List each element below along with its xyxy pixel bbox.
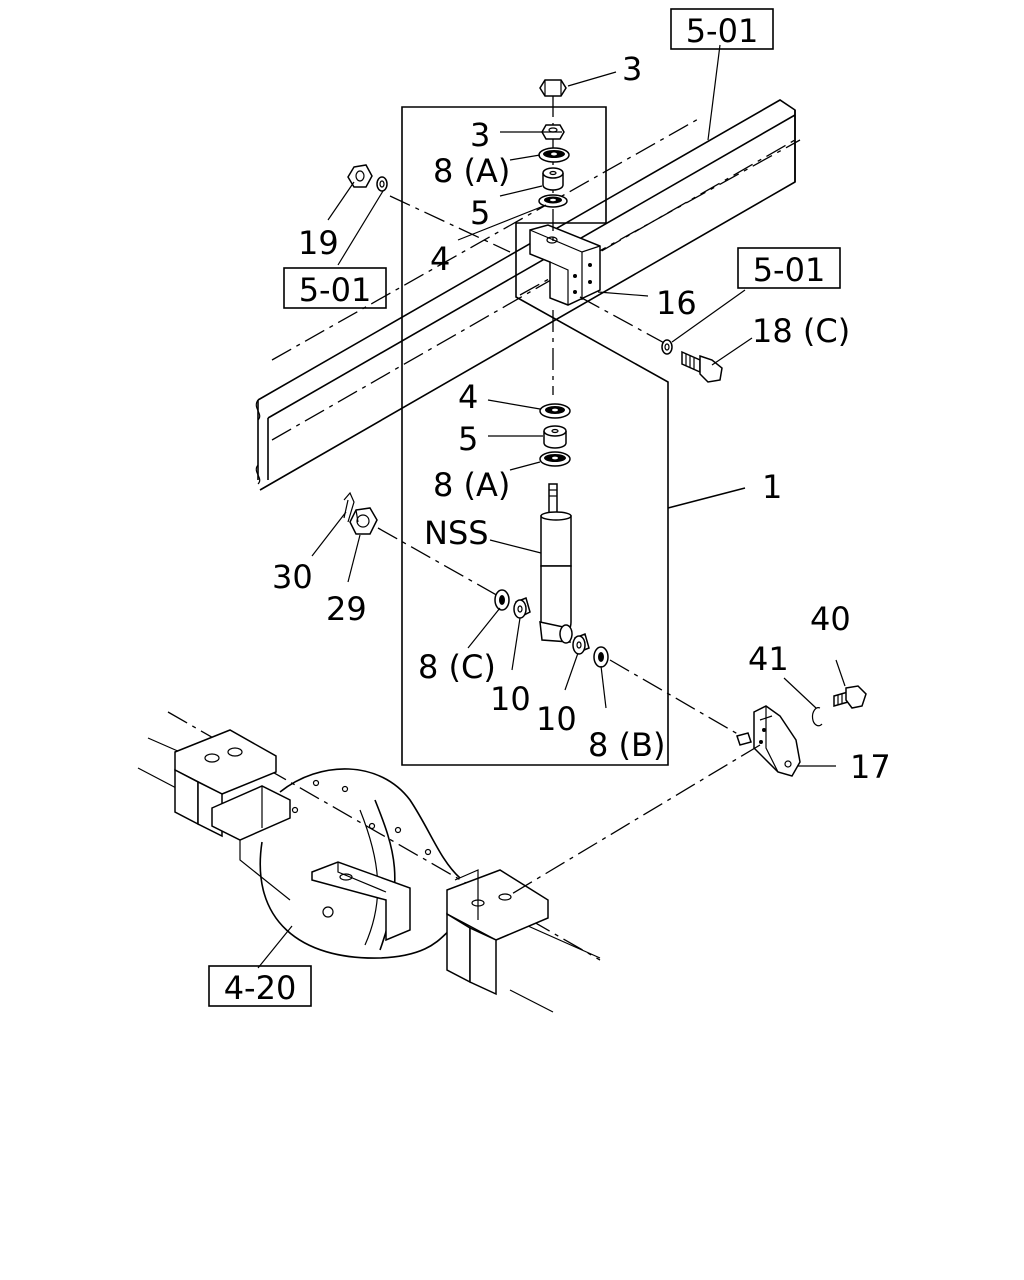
ref-frame-right-text: 5-01	[753, 251, 826, 289]
ref-axle-text: 4-20	[224, 969, 297, 1007]
nut-19	[347, 164, 373, 188]
label-8c: 8 (C)	[418, 648, 496, 686]
label-30: 30	[272, 558, 313, 596]
nut-3-top	[539, 79, 567, 97]
label-3-second: 3	[470, 116, 490, 154]
label-41: 41	[748, 640, 789, 678]
bushing-10-left	[513, 596, 531, 619]
washer-8a-top	[538, 147, 570, 163]
label-5-bottom: 5	[458, 420, 478, 458]
assembly-outline	[401, 106, 746, 766]
upper-mount-bracket	[529, 224, 601, 306]
label-10-right: 10	[536, 700, 577, 738]
leader-lines	[257, 44, 846, 969]
label-19: 19	[298, 224, 339, 262]
part-labels: 3 3 8 (A) 5 4 19 16 18 (C) 4 5 8 (A) 1 N…	[272, 50, 891, 786]
washer-18c	[661, 339, 673, 355]
ref-frame-left-text: 5-01	[299, 271, 372, 309]
lower-bracket-17	[736, 705, 801, 777]
washer-8b	[593, 646, 609, 668]
washer-4-bottom	[539, 403, 571, 419]
label-4-bottom: 4	[458, 378, 478, 416]
washer-8c	[494, 589, 510, 611]
label-10-left: 10	[490, 680, 531, 718]
label-8b: 8 (B)	[588, 726, 665, 764]
ref-box-axle: 4-20	[208, 965, 312, 1007]
label-1: 1	[762, 468, 782, 506]
ref-box-frame-left: 5-01	[283, 267, 387, 309]
washer-19	[376, 176, 388, 192]
washer-4-top	[538, 194, 568, 208]
bushing-5-bottom	[543, 425, 567, 449]
bolt-40	[833, 685, 867, 709]
axle-housing	[137, 711, 601, 1013]
label-4-top: 4	[430, 240, 450, 278]
bushing-10-right	[572, 632, 590, 655]
label-18c: 18 (C)	[752, 312, 850, 350]
bolt-18c	[681, 350, 723, 383]
label-3-top: 3	[622, 50, 642, 88]
nut-29	[349, 507, 378, 535]
label-29: 29	[326, 590, 367, 628]
label-5-top: 5	[470, 194, 490, 232]
ref-frame-top-text: 5-01	[686, 12, 759, 50]
label-40: 40	[810, 600, 851, 638]
label-16: 16	[656, 284, 697, 322]
label-8a-bottom: 8 (A)	[433, 466, 510, 504]
ref-box-frame-right: 5-01	[737, 247, 841, 289]
washer-8a-bottom	[539, 451, 571, 467]
label-8a-top: 8 (A)	[433, 152, 510, 190]
shock-absorber	[539, 483, 573, 644]
washer-41	[811, 707, 823, 727]
cotter-pin-30	[343, 491, 355, 523]
label-17: 17	[850, 748, 891, 786]
bushing-5-top	[542, 167, 564, 191]
ref-box-frame-top: 5-01	[670, 8, 774, 50]
label-nss: NSS	[424, 514, 489, 552]
